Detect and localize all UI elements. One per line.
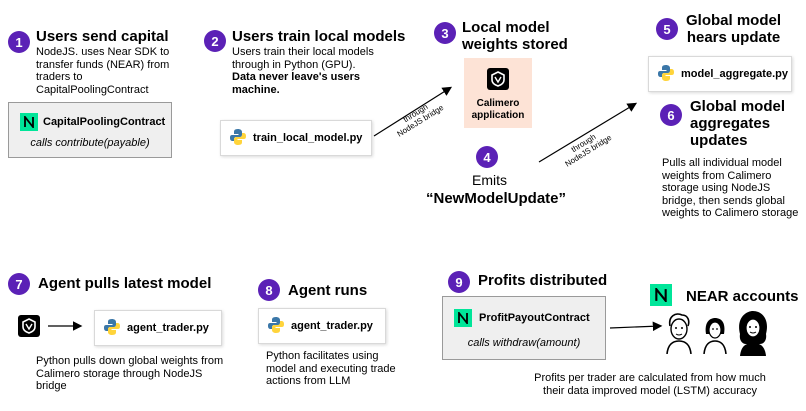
step-3-badge: 3: [434, 22, 456, 44]
agent-trader-file-2: agent_trader.py: [258, 308, 386, 344]
step-6-title-line2: aggregates: [690, 115, 771, 132]
calimero-logo-icon: [18, 315, 40, 337]
step-9-title: Profits distributed: [478, 272, 608, 289]
step-6-title-line1: Global model: [690, 98, 786, 115]
step-8-title: Agent runs: [288, 282, 368, 299]
step-8-badge: 8: [258, 279, 280, 301]
step-7-badge: 7: [8, 273, 30, 295]
step-2-desc-plain: Users train their local models through i…: [232, 46, 374, 71]
calimero-logo-icon: [487, 68, 509, 90]
near-accounts-label: NEAR accounts: [686, 288, 799, 305]
step-9-badge: 9: [448, 271, 470, 293]
capital-contract-name: CapitalPoolingContract: [43, 116, 166, 128]
calimero-label-line2: application: [471, 110, 525, 121]
step-1-title: Users send capital: [36, 28, 169, 45]
step-2-title: Users train local models: [232, 28, 406, 45]
near-accounts-logo-icon: [650, 284, 672, 306]
train-local-model-file: train_local_model.py: [220, 120, 372, 156]
step-5-title: Global model hears update: [686, 12, 781, 46]
calimero-label: Calimero application: [464, 98, 532, 122]
step-1-description: NodeJS. uses Near SDK to transfer funds …: [36, 46, 170, 96]
user-avatar-icon: [666, 313, 692, 354]
step-6-badge: 6: [660, 104, 682, 126]
step-2-description: Users train their local models through i…: [232, 46, 380, 96]
step-4-event: “NewModelUpdate”: [426, 190, 567, 207]
step-6-description: Pulls all individual model weights from …: [662, 157, 799, 219]
python-logo-icon: [267, 316, 285, 337]
step-5-title-line1: Global model: [686, 12, 782, 29]
arrow-to-calimero: [373, 86, 453, 137]
calimero-application: Calimero application: [464, 58, 532, 128]
capital-pooling-contract: CapitalPoolingContract calls contribute(…: [8, 102, 172, 158]
train-file-name: train_local_model.py: [253, 132, 363, 144]
step-5-title-line2: hears update: [686, 29, 781, 46]
step-4-title: Emits: [472, 172, 507, 188]
step-7-description: Python pulls down global weights from Ca…: [36, 355, 224, 392]
step-3-title-line2: weights stored: [462, 36, 568, 53]
step-6-title-line3: updates: [690, 132, 748, 149]
step-2-desc-bold: Data never leave's users machine.: [232, 71, 360, 96]
step-1-badge: 1: [8, 31, 30, 53]
step-7-title: Agent pulls latest model: [38, 275, 212, 292]
agent-file-name-1: agent_trader.py: [127, 322, 209, 334]
step-5-badge: 5: [656, 18, 678, 40]
step-2-badge: 2: [204, 30, 226, 52]
python-logo-icon: [657, 64, 675, 85]
step-8-description: Python facilitates using model and execu…: [266, 350, 396, 387]
arrow-to-aggregate: [538, 102, 638, 163]
payout-contract-call: calls withdraw(amount): [467, 337, 581, 349]
calimero-label-line1: Calimero: [476, 98, 520, 109]
arrow-to-accounts: [609, 321, 663, 332]
user-avatar-icon: [703, 318, 727, 354]
near-logo-icon: [20, 113, 38, 131]
payout-contract-name: ProfitPayoutContract: [479, 312, 590, 324]
profit-payout-contract: ProfitPayoutContract calls withdraw(amou…: [442, 296, 606, 360]
python-logo-icon: [103, 318, 121, 339]
agent-trader-file-1: agent_trader.py: [94, 310, 222, 346]
aggregate-file-name: model_aggregate.py: [681, 68, 788, 80]
agent-file-name-2: agent_trader.py: [291, 320, 373, 332]
step-4-badge: 4: [476, 146, 498, 168]
step-3-title: Local model weights stored: [462, 19, 568, 53]
arrow-to-agent: [48, 321, 83, 331]
python-logo-icon: [229, 128, 247, 149]
step-9-description: Profits per trader are calculated from h…: [534, 372, 766, 397]
step-3-title-line1: Local model: [462, 19, 550, 36]
step-6-title: Global model aggregates updates: [690, 98, 785, 149]
user-avatar-icon: [739, 311, 767, 356]
capital-contract-call: calls contribute(payable): [30, 137, 150, 149]
near-logo-icon: [454, 309, 472, 327]
model-aggregate-file: model_aggregate.py: [648, 56, 792, 92]
